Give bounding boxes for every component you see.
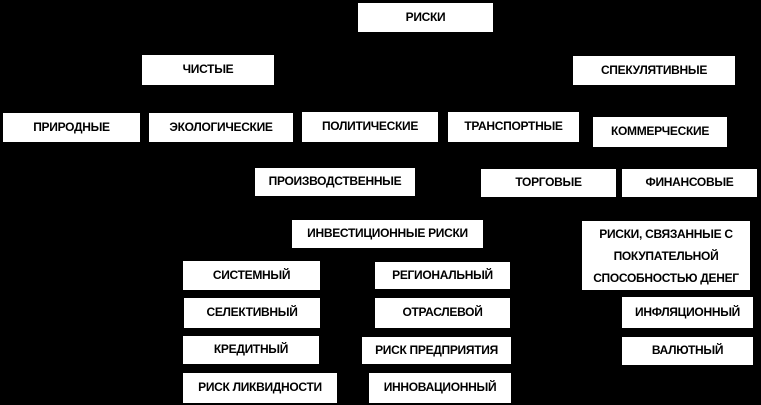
node-ekologicheskie: ЭКОЛОГИЧЕСКИЕ (149, 113, 293, 142)
node-kreditnyj: КРЕДИТНЫЙ (183, 336, 319, 364)
node-riski-pokupatelnoy-sposobnosti: РИСКИ, СВЯЗАННЫЕ С ПОКУПАТЕЛЬНОЙ СПОСОБН… (582, 221, 750, 290)
node-otraslevoj: ОТРАСЛЕВОЙ (375, 298, 510, 328)
node-prirodnye: ПРИРОДНЫЕ (3, 113, 140, 142)
node-chistye: ЧИСТЫЕ (142, 55, 274, 85)
node-selektivnyj: СЕЛЕКТИВНЫЙ (184, 298, 320, 328)
node-torgovye: ТОРГОВЫЕ (481, 169, 616, 197)
node-politicheskie: ПОЛИТИЧЕСКИЕ (302, 112, 438, 142)
node-regionalnyj: РЕГИОНАЛЬНЫЙ (375, 262, 510, 289)
node-riski-root: РИСКИ (358, 3, 493, 32)
node-proizvodstvennye: ПРОИЗВОДСТВЕННЫЕ (255, 168, 415, 196)
node-risk-predpriyatiya: РИСК ПРЕДПРИЯТИЯ (362, 337, 511, 364)
node-kommercheskie: КОММЕРЧЕСКИЕ (593, 117, 727, 147)
node-finansovye: ФИНАНСОВЫЕ (622, 169, 757, 197)
node-risk-likvidnosti: РИСК ЛИКВИДНОСТИ (183, 373, 337, 403)
node-transportnye: ТРАНСПОРТНЫЕ (448, 112, 579, 142)
node-spekulyativnye: СПЕКУЛЯТИВНЫЕ (573, 56, 735, 85)
node-innovatsionnyj: ИННОВАЦИОННЫЙ (369, 373, 511, 403)
node-sistemnyj: СИСТЕМНЫЙ (183, 261, 320, 290)
node-investitsionnye-riski: ИНВЕСТИЦИОННЫЕ РИСКИ (292, 220, 483, 248)
node-valyutnyj: ВАЛЮТНЫЙ (622, 337, 753, 365)
node-inflyatsionnyj: ИНФЛЯЦИОННЫЙ (622, 297, 753, 328)
